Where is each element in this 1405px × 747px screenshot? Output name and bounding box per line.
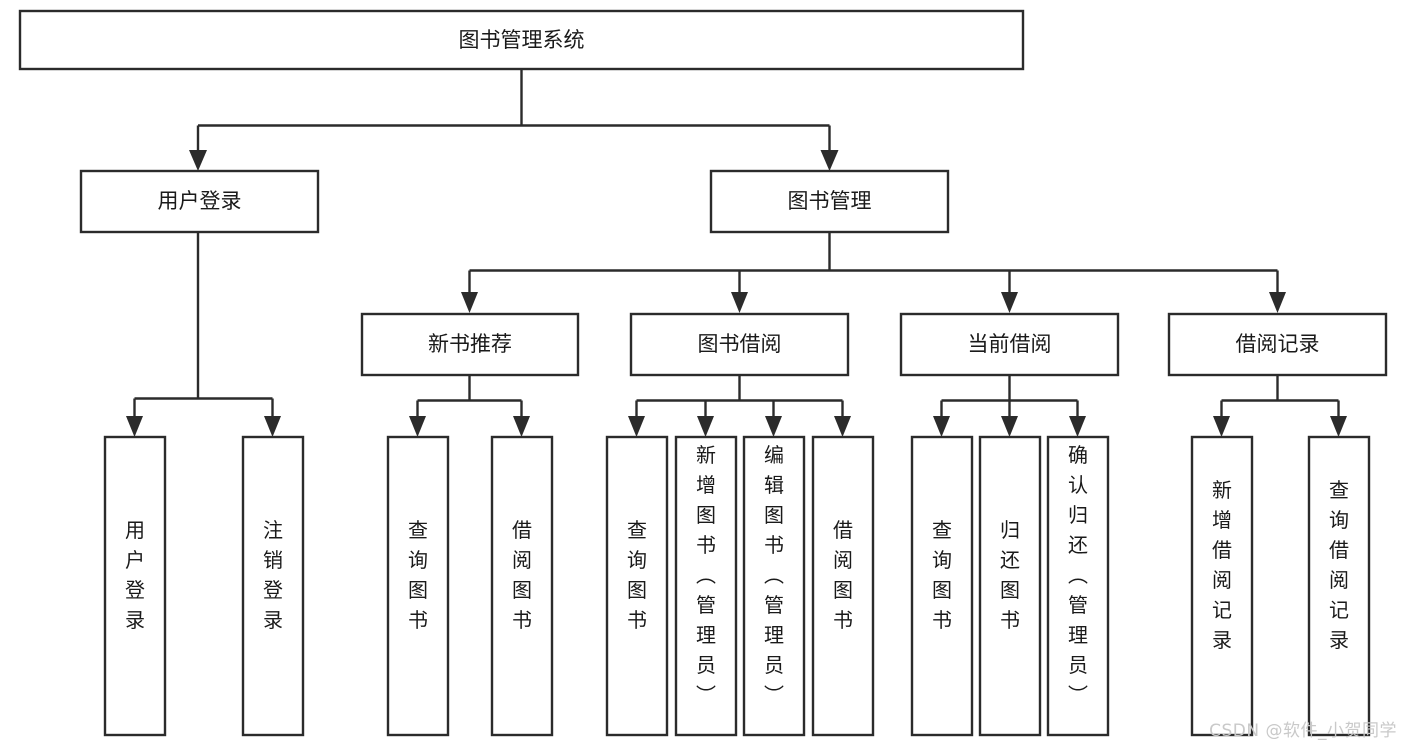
arrow-head-newbook-leaf-1 [409,416,426,437]
leaf-book-borrow-borrow-box[interactable] [811,435,875,737]
node-borrow-record[interactable]: 借阅记录 [1167,312,1388,377]
node-new-book-recommend-box[interactable] [360,312,580,377]
leaf-current-borrow-query-label: 查询图书 [932,518,952,632]
leaf-book-borrow-query-label: 查询图书 [627,518,647,632]
leaf-new-book-query-box[interactable] [386,435,450,737]
node-book-borrow[interactable]: 图书借阅 [629,312,850,377]
arrow-head-currentborrow-leaf-3 [1069,416,1086,437]
node-user-login[interactable]: 用户登录 [79,169,320,234]
leaf-book-borrow-edit[interactable]: 编辑图书︵管理员︶ [742,435,806,737]
node-current-borrow[interactable]: 当前借阅 [899,312,1120,377]
arrow-head-currentborrow-leaf-1 [933,416,950,437]
leaf-book-borrow-add[interactable]: 新增图书︵管理员︶ [674,435,738,737]
node-new-book-recommend[interactable]: 新书推荐 [360,312,580,377]
leaf-book-borrow-add-box[interactable] [674,435,738,737]
leaf-user-login-login-box[interactable] [103,435,167,737]
leaf-new-book-borrow-label: 借阅图书 [512,518,532,632]
leaf-book-borrow-add-label: 新增图书︵管理员︶ [696,443,716,707]
connector-borrowrecord-to-leaves [1213,375,1347,437]
connector-bookborrow-to-leaves [628,375,851,437]
leaf-current-borrow-confirm[interactable]: 确认归还︵管理员︶ [1046,435,1110,737]
node-book-management-label: 图书管理 [788,189,872,213]
arrow-head-currentborrow-leaf-2 [1001,416,1018,437]
arrow-head-leaf-logout [264,416,281,437]
leaf-borrow-record-query[interactable]: 查询借阅记录 [1307,435,1371,737]
leaf-user-login-login-label: 用户登录 [125,518,145,632]
leaf-current-borrow-return-label: 归还图书 [1000,518,1020,632]
leaf-current-borrow-confirm-box[interactable] [1046,435,1110,737]
node-book-management-box[interactable] [709,169,950,234]
arrow-head-borrowrecord-leaf-1 [1213,416,1230,437]
arrow-head-bookborrow-leaf-4 [834,416,851,437]
leaf-current-borrow-confirm-label: 确认归还︵管理员︶ [1068,443,1088,707]
arrow-head-user-login [189,150,207,171]
leaf-new-book-borrow[interactable]: 借阅图书 [490,435,554,737]
leaf-current-borrow-return[interactable]: 归还图书 [978,435,1042,737]
leaf-book-borrow-borrow-label: 借阅图书 [833,518,853,632]
node-current-borrow-label: 当前借阅 [968,332,1052,356]
connector-bookmanage-to-level3 [461,232,1286,313]
leaf-current-borrow-query-box[interactable] [910,435,974,737]
leaf-user-login-login[interactable]: 用户登录 [103,435,167,737]
connector-newbook-to-leaves [409,375,530,437]
connector-root-to-level2 [189,69,839,171]
leaf-book-borrow-borrow[interactable]: 借阅图书 [811,435,875,737]
node-root-book-management-system[interactable]: 图书管理系统 [18,9,1025,71]
connector-userlogin-to-leaves [126,232,281,437]
connector-currentborrow-to-leaves [933,375,1086,437]
arrow-head-book-borrow [731,292,748,313]
leaf-new-book-borrow-box[interactable] [490,435,554,737]
leaf-borrow-record-query-box[interactable] [1307,435,1371,737]
node-borrow-record-box[interactable] [1167,312,1388,377]
arrow-head-bookborrow-leaf-1 [628,416,645,437]
leaf-current-borrow-return-box[interactable] [978,435,1042,737]
leaf-book-borrow-edit-box[interactable] [742,435,806,737]
arrow-head-leaf-user-login [126,416,143,437]
leaf-book-borrow-edit-label: 编辑图书︵管理员︶ [764,443,784,707]
leaf-user-login-logout-box[interactable] [241,435,305,737]
node-root-box[interactable] [18,9,1025,71]
csdn-watermark: CSDN @软件_小贺同学 [1209,721,1397,741]
leaf-book-borrow-query[interactable]: 查询图书 [605,435,669,737]
node-book-management[interactable]: 图书管理 [709,169,950,234]
arrow-head-newbook-leaf-2 [513,416,530,437]
node-current-borrow-box[interactable] [899,312,1120,377]
node-new-book-recommend-label: 新书推荐 [428,332,512,356]
leaf-book-borrow-query-box[interactable] [605,435,669,737]
leaf-new-book-query[interactable]: 查询图书 [386,435,450,737]
node-user-login-label: 用户登录 [158,189,242,213]
leaf-new-book-query-label: 查询图书 [408,518,428,632]
arrow-head-borrowrecord-leaf-2 [1330,416,1347,437]
arrow-head-book-manage [820,150,839,171]
arrow-head-current-borrow [1001,292,1018,313]
arrow-head-borrow-record [1269,292,1286,313]
arrow-head-bookborrow-leaf-2 [697,416,714,437]
leaf-borrow-record-query-label: 查询借阅记录 [1329,478,1349,652]
leaf-borrow-record-add[interactable]: 新增借阅记录 [1190,435,1254,737]
node-user-login-box[interactable] [79,169,320,234]
node-root-label: 图书管理系统 [459,28,585,52]
node-book-borrow-box[interactable] [629,312,850,377]
leaf-borrow-record-add-box[interactable] [1190,435,1254,737]
node-book-borrow-label: 图书借阅 [698,332,782,356]
node-borrow-record-label: 借阅记录 [1236,332,1320,356]
arrow-head-new-book [461,292,478,313]
leaf-user-login-logout-label: 注销登录 [263,518,283,632]
arrow-head-bookborrow-leaf-3 [765,416,782,437]
leaf-borrow-record-add-label: 新增借阅记录 [1212,478,1232,652]
leaf-user-login-logout[interactable]: 注销登录 [241,435,305,737]
leaf-current-borrow-query[interactable]: 查询图书 [910,435,974,737]
